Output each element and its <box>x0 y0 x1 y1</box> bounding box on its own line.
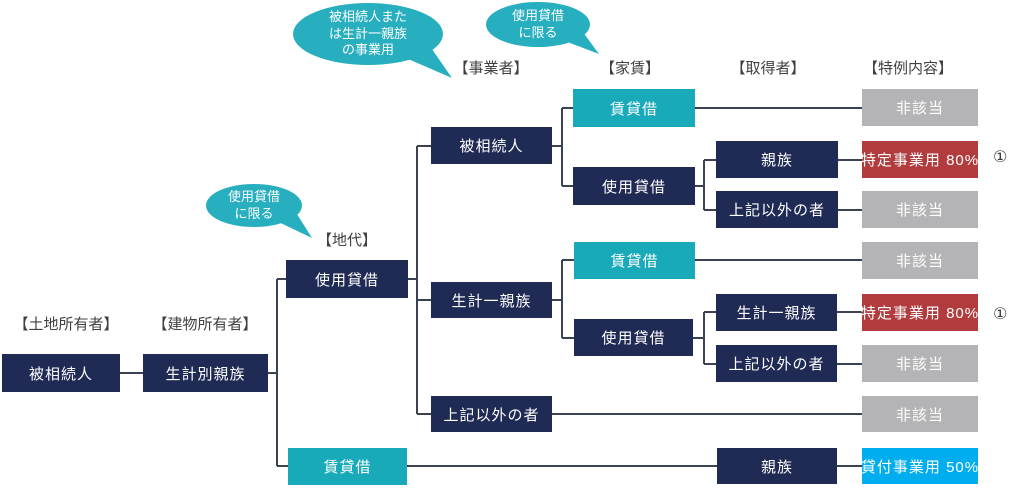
operator-same-household-box: 生計一親族 <box>431 282 552 318</box>
rent1-lease-box: 賃貸借 <box>573 89 695 127</box>
header-land-owner: 【土地所有者】 <box>13 316 119 333</box>
ground-rent-loan-for-use-box: 使用貸借 <box>286 260 408 298</box>
callout-line: 被相続人また <box>328 8 407 24</box>
acquirer2-other-person-box: 上記以外の者 <box>716 345 837 382</box>
result-rental-business-box: 貸付事業用 50% <box>861 448 978 484</box>
rent2-lease-box: 賃貸借 <box>574 242 695 279</box>
callout-business-use: 被相続人また は生計一親族 の事業用 <box>293 3 443 65</box>
result-specified-business-box: 特定事業用 80% <box>861 141 978 178</box>
land-owner-decedent-box: 被相続人 <box>2 354 120 392</box>
callout-line: は生計一親族 <box>328 25 407 41</box>
result-not-applicable-box: 非該当 <box>862 242 978 279</box>
header-special-provision: 【特例内容】 <box>862 60 953 77</box>
operator-other-person-box: 上記以外の者 <box>431 396 552 432</box>
result-not-applicable-box: 非該当 <box>862 191 978 228</box>
header-ground-rent: 【地代】 <box>316 232 377 249</box>
callout-loan-only-mid: 使用貸借 に限る <box>206 184 302 227</box>
result-not-applicable-box: 非該当 <box>862 345 978 382</box>
circled-one-mark: ① <box>993 149 1008 166</box>
callout-line: 使用貸借 <box>227 188 280 204</box>
result-not-applicable-box: 非該当 <box>862 396 978 432</box>
ground-rent-lease-box: 賃貸借 <box>288 448 407 485</box>
header-building-owner: 【建物所有者】 <box>152 316 258 333</box>
acquirer2-same-household-box: 生計一親族 <box>716 294 837 331</box>
callout-line: に限る <box>518 24 558 40</box>
result-specified-business-box: 特定事業用 80% <box>861 294 978 331</box>
header-acquirer: 【取得者】 <box>730 60 806 77</box>
header-business-operator: 【事業者】 <box>453 60 529 77</box>
rent1-loan-for-use-box: 使用貸借 <box>573 167 695 205</box>
callout-line: に限る <box>234 205 274 221</box>
callout-line: の事業用 <box>341 42 394 58</box>
rent2-loan-for-use-box: 使用貸借 <box>574 319 693 356</box>
circled-one-mark: ① <box>993 306 1008 323</box>
acquirer3-relative-box: 親族 <box>717 448 837 484</box>
result-not-applicable-box: 非該当 <box>862 89 978 126</box>
acquirer1-relative-box: 親族 <box>716 141 838 178</box>
operator-decedent-box: 被相続人 <box>431 127 552 164</box>
callout-loan-only-top: 使用貸借 に限る <box>486 2 590 47</box>
acquirer1-other-person-box: 上記以外の者 <box>716 191 838 228</box>
building-owner-relative-box: 生計別親族 <box>143 354 268 392</box>
callout-line: 使用貸借 <box>511 7 564 23</box>
header-house-rent: 【家賃】 <box>599 60 660 77</box>
